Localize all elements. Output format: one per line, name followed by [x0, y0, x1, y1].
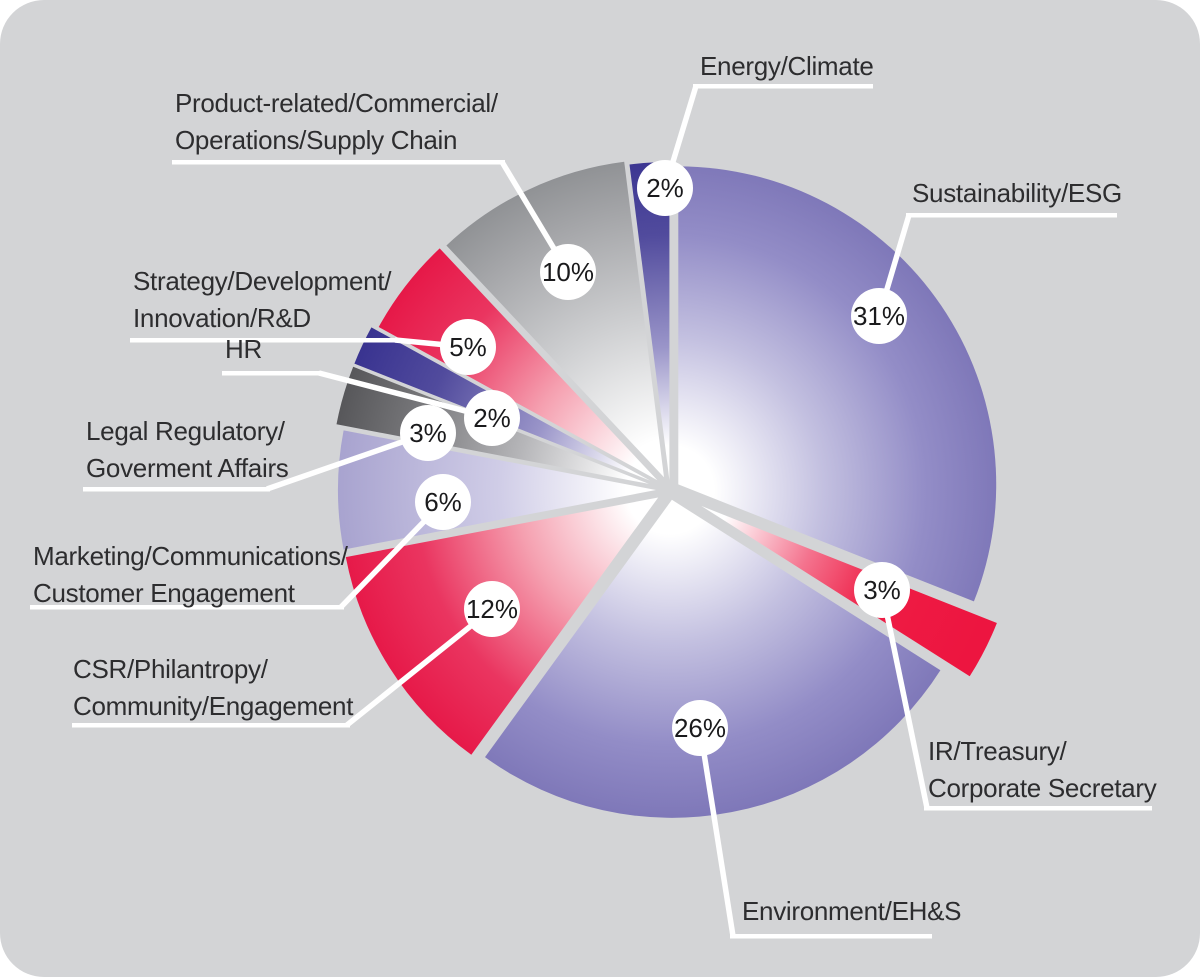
label-underline-product-related — [172, 160, 505, 165]
percent-bubble-product-related — [540, 244, 596, 300]
callout-label-marketing-communications-line-1: Marketing/Communications/ — [33, 541, 349, 571]
pie-slices — [336, 161, 997, 818]
pie-slice-sustainability-esg — [678, 166, 997, 602]
label-underline-marketing-communications — [30, 605, 344, 610]
percent-bubble-strategy-development — [440, 319, 496, 375]
callout-labels: Sustainability/ESG IR/Treasury/Corporate … — [33, 51, 1157, 926]
percent-label-ir-treasury: 3% — [863, 575, 901, 605]
leader-line-environment-ehs — [697, 727, 736, 937]
percent-bubble-environment-ehs — [672, 700, 728, 756]
callout-label-ir-treasury-line-1: IR/Treasury/ — [928, 736, 1068, 766]
pie-slice-product-related — [446, 161, 664, 478]
callout-label-strategy-development-line-2: Innovation/R&D — [133, 303, 311, 333]
callout-label-energy-climate-line-1: Energy/Climate — [700, 51, 874, 81]
percent-bubble-ir-treasury — [854, 562, 910, 618]
pie-slice-strategy-development — [378, 248, 658, 481]
percent-bubble-marketing-communications — [415, 474, 471, 530]
leader-line-ir-treasury — [879, 589, 930, 809]
pie-slice-ir-treasury — [701, 505, 997, 677]
callout-label-legal-regulatory-line-2: Goverment Affairs — [86, 453, 289, 483]
callout-label-environment-ehs-line-1: Environment/EH&S — [742, 896, 961, 926]
callout-label-marketing-communications-line-2: Customer Engagement — [33, 578, 296, 608]
callout-label-ir-treasury-line-2: Corporate Secretary — [928, 773, 1157, 803]
callout-label-csr-philantropy-line-2: Community/Engagement — [73, 691, 354, 721]
pie-slice-marketing-communications — [337, 430, 656, 550]
label-underline-legal-regulatory — [83, 487, 270, 492]
label-underline-csr-philantropy — [72, 723, 350, 728]
percent-label-marketing-communications: 6% — [424, 487, 462, 517]
percent-bubble-energy-climate — [637, 160, 693, 216]
percent-label-hr: 2% — [473, 403, 511, 433]
label-underline-hr — [222, 371, 322, 376]
percent-bubble-hr — [464, 390, 520, 446]
percent-label-environment-ehs: 26% — [674, 713, 726, 743]
label-underline-environment-ehs — [730, 934, 932, 939]
percent-bubble-sustainability-esg — [851, 288, 907, 344]
label-underline-sustainability-esg — [906, 213, 1117, 218]
percent-label-sustainability-esg: 31% — [853, 301, 905, 331]
percent-bubbles: 31% 3% 26% 12% 6% 3% 2% 5% 10% 2% — [400, 160, 910, 756]
pie-slice-energy-climate — [629, 161, 670, 480]
label-underline-strategy-development — [130, 338, 398, 343]
percent-label-energy-climate: 2% — [646, 173, 684, 203]
percent-label-strategy-development: 5% — [449, 332, 487, 362]
callout-label-csr-philantropy-line-1: CSR/Philantropy/ — [73, 654, 269, 684]
leader-line-hr — [318, 370, 493, 421]
percent-bubble-legal-regulatory — [400, 405, 456, 461]
percent-label-product-related: 10% — [542, 257, 594, 287]
label-underline-ir-treasury — [924, 806, 1152, 811]
leader-line-csr-philantropy — [345, 606, 494, 728]
callout-label-sustainability-esg-line-1: Sustainability/ESG — [912, 178, 1122, 208]
callout-label-hr-line-1: HR — [225, 334, 262, 364]
callout-label-product-related-line-1: Product-related/Commercial/ — [175, 88, 499, 118]
callout-label-strategy-development-line-1: Strategy/Development/ — [133, 266, 392, 296]
callout-label-legal-regulatory-line-1: Legal Regulatory/ — [86, 416, 286, 446]
percent-label-legal-regulatory: 3% — [409, 418, 447, 448]
leader-line-legal-regulatory — [266, 430, 429, 492]
label-underline-energy-climate — [693, 84, 873, 89]
callout-label-product-related-line-2: Operations/Supply Chain — [175, 125, 457, 155]
pie-slice-environment-ehs — [485, 499, 941, 818]
percent-label-csr-philantropy: 12% — [466, 594, 518, 624]
percent-bubble-csr-philantropy — [464, 581, 520, 637]
